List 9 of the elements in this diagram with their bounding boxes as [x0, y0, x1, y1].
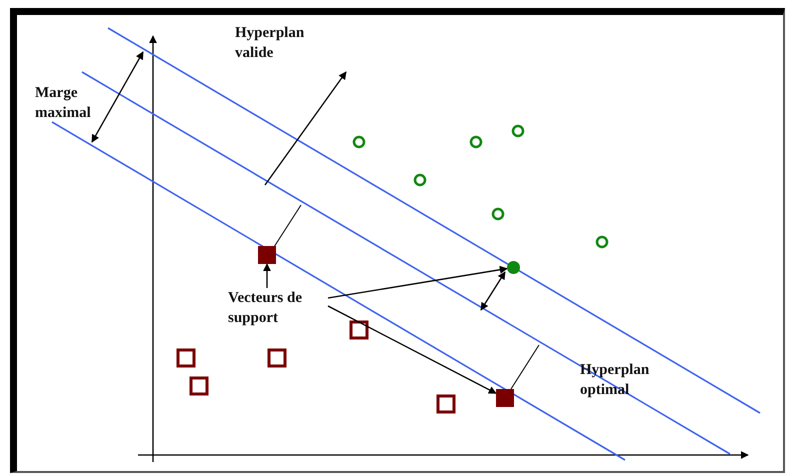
leader-arrow — [328, 266, 508, 299]
text-label: Vecteurs de support — [228, 288, 328, 328]
annotation-label: Marge maximal — [35, 84, 92, 123]
support-vector-square — [496, 389, 514, 407]
leader-arrow — [263, 263, 271, 288]
support-vector-square — [258, 246, 276, 264]
leader-arrow — [328, 305, 497, 394]
annotation-label: Hyperplan valide — [235, 24, 306, 63]
support-vector-dot — [507, 261, 520, 274]
